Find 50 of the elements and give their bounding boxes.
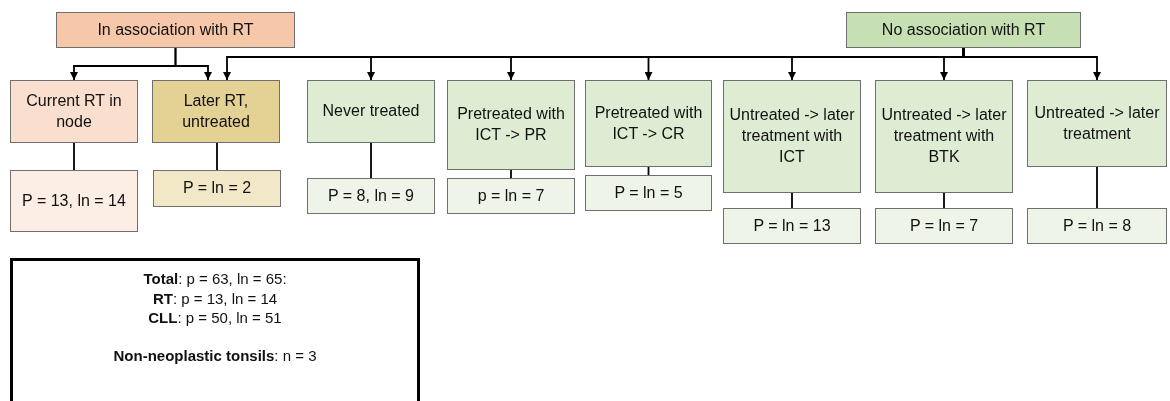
category-box — [723, 80, 861, 193]
category-text: Untreated -> later treatment — [1033, 102, 1161, 144]
category-text: Never treated — [322, 101, 420, 122]
count-box — [447, 178, 575, 214]
connector-line — [216, 142, 218, 171]
arrow — [174, 47, 212, 81]
count-box — [875, 208, 1013, 244]
summary-box — [10, 258, 420, 401]
summary-text: Total: p = 63, ln = 65: — [143, 269, 287, 289]
count-box — [153, 170, 281, 207]
count-text: P = ln = 5 — [614, 182, 683, 203]
connector-line — [370, 142, 372, 179]
category-box — [585, 80, 712, 167]
count-text: P = 13, ln = 14 — [22, 190, 126, 211]
category-text: Later RT, untreated — [181, 90, 251, 132]
connector-line — [510, 169, 512, 179]
category-text: No association with RT — [881, 19, 1046, 40]
category-box — [10, 80, 138, 143]
count-text: p = ln = 7 — [477, 185, 545, 206]
connector-line — [791, 192, 793, 209]
summary-text: Non-neoplastic tonsils: n = 3 — [113, 345, 317, 365]
category-text: Current RT in node — [25, 90, 123, 132]
category-text: Untreated -> later treatment with BTK — [880, 105, 1008, 167]
category-text: Pretreated with ICT -> PR — [456, 104, 566, 145]
connector-line — [1096, 166, 1098, 209]
count-text: P = ln = 13 — [753, 215, 831, 236]
count-box — [307, 178, 435, 214]
count-text: P = ln = 2 — [182, 178, 252, 199]
category-box — [875, 80, 1013, 193]
category-text: In association with RT — [97, 19, 254, 40]
category-box — [152, 80, 280, 143]
arrow — [962, 47, 1101, 81]
count-box — [723, 208, 861, 244]
connector-line — [73, 142, 75, 171]
category-box — [56, 12, 295, 48]
count-box — [10, 170, 138, 232]
category-text: Pretreated with ICT -> CR — [593, 102, 704, 144]
category-box — [846, 12, 1081, 48]
summary-text: CLL: p = 50, ln = 51 — [148, 308, 282, 328]
summary-text: RT: p = 13, ln = 14 — [152, 288, 278, 308]
category-box — [1027, 80, 1167, 167]
connector-line — [943, 192, 945, 209]
count-text: P = ln = 8 — [1062, 215, 1132, 236]
count-box — [585, 175, 712, 211]
count-text: P = 8, ln = 9 — [328, 185, 414, 206]
category-box — [447, 80, 575, 170]
count-text: P = ln = 7 — [909, 215, 979, 236]
count-box — [1027, 208, 1167, 244]
category-box — [307, 80, 435, 143]
category-text: Untreated -> later treatment with ICT — [728, 105, 856, 167]
